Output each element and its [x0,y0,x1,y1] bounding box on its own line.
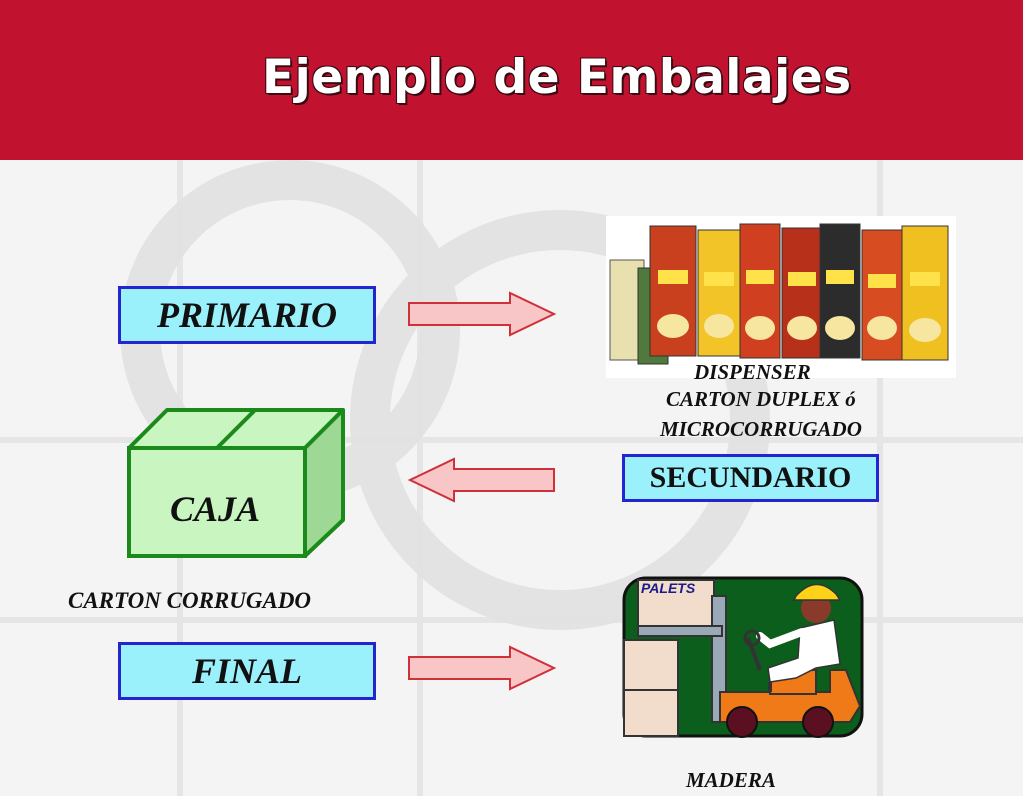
palets-label: PALETS [641,580,696,596]
secundario-box: SECUNDARIO [622,454,879,502]
madera-label: MADERA [686,768,776,792]
product-packages-image [606,216,956,378]
box-icon [127,408,345,558]
arrow-left-icon [407,457,555,503]
title-banner: Ejemplo de Embalajes [0,0,1023,160]
arrow-right-icon [408,291,557,337]
duplex-label: CARTON DUPLEX ó [666,387,856,411]
microcorrugado-label: MICROCORRUGADO [660,417,862,441]
arrow-right-icon [408,645,557,691]
caja-label: CAJA [170,489,261,529]
final-box: FINAL [118,642,376,700]
forklift-icon [622,576,864,738]
carton-corrugado-label: CARTON CORRUGADO [68,588,312,613]
dispenser-label: DISPENSER [694,360,811,384]
page-title: Ejemplo de Embalajes [262,50,852,105]
primario-box: PRIMARIO [118,286,376,344]
